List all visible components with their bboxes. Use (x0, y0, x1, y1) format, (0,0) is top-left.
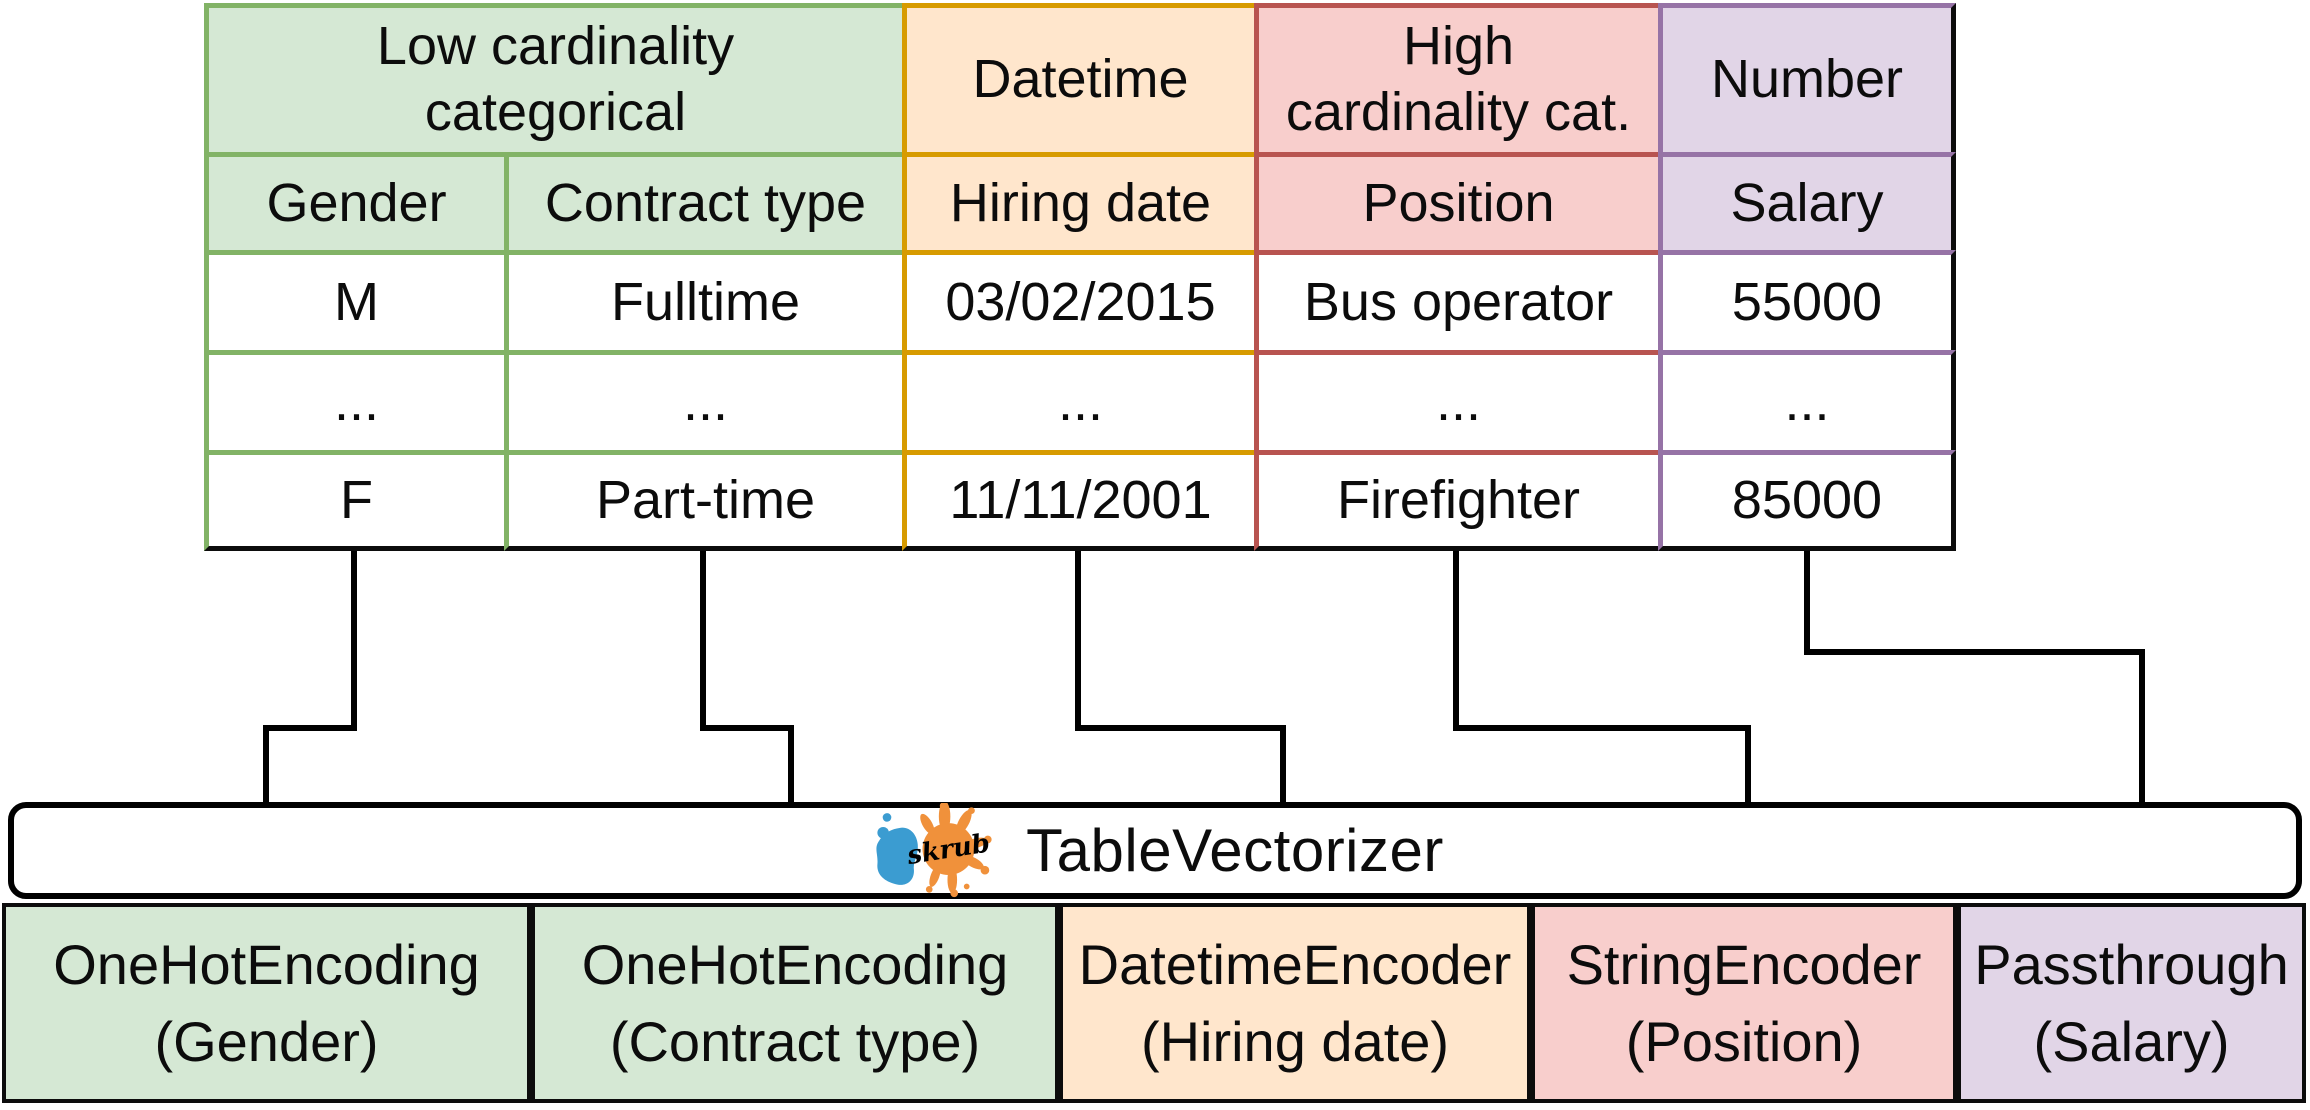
table-cell: Firefighter (1254, 450, 1658, 551)
type-header-high-cardinality: High cardinality cat. (1254, 3, 1658, 152)
table-cell: ... (1658, 350, 1956, 450)
encoder-box-string-position: StringEncoder (Position) (1531, 903, 1957, 1103)
encoder-box-onehot-gender: OneHotEncoding (Gender) (2, 903, 531, 1103)
encoder-name: OneHotEncoding (53, 932, 480, 996)
connector-contract-type (700, 548, 794, 808)
encoder-box-datetime-hiring-date: DatetimeEncoder (Hiring date) (1059, 903, 1531, 1103)
table-vectorizer-label: TableVectorizer (1026, 817, 1444, 884)
column-header-position: Position (1254, 152, 1658, 250)
encoder-box-passthrough-salary: Passthrough (Salary) (1957, 903, 2306, 1103)
table-cell: F (204, 450, 504, 551)
table-cell: 85000 (1658, 450, 1956, 551)
table-cell: ... (902, 350, 1254, 450)
column-header-hiring-date: Hiring date (902, 152, 1254, 250)
encoder-column: (Contract type) (609, 1010, 981, 1073)
encoder-column: (Hiring date) (1140, 1010, 1450, 1073)
table-cell: ... (504, 350, 902, 450)
data-table: Low cardinality categorical Datetime Hig… (204, 3, 1956, 551)
encoder-column: (Position) (1625, 1010, 1863, 1073)
encoder-box-onehot-contract-type: OneHotEncoding (Contract type) (531, 903, 1059, 1103)
table-cell: M (204, 250, 504, 350)
table-cell: Part-time (504, 450, 902, 551)
table-cell: 03/02/2015 (902, 250, 1254, 350)
connector-position (1453, 548, 1751, 808)
encoder-name: StringEncoder (1566, 932, 1922, 996)
type-header-low-cardinality: Low cardinality categorical (204, 3, 902, 152)
skrub-orange-splat (920, 802, 992, 897)
encoder-name: DatetimeEncoder (1078, 932, 1512, 996)
table-cell: ... (1254, 350, 1658, 450)
type-header-datetime: Datetime (902, 3, 1254, 152)
type-header-line: Number (1710, 49, 1904, 110)
encoder-name: Passthrough (1974, 932, 2289, 996)
encoder-name: OneHotEncoding (581, 932, 1009, 996)
table-cell: 55000 (1658, 250, 1956, 350)
skrub-blue-blob (876, 812, 918, 885)
type-header-number: Number (1658, 3, 1956, 152)
column-header-contract-type: Contract type (504, 152, 902, 250)
table-cell: 11/11/2001 (902, 450, 1254, 551)
encoder-column: (Salary) (2033, 1010, 2230, 1073)
connector-salary (1804, 548, 2145, 808)
type-header-line: Datetime (972, 49, 1189, 110)
type-header-line: cardinality cat. (1285, 82, 1632, 142)
column-header-gender: Gender (204, 152, 504, 250)
table-cell: Fulltime (504, 250, 902, 350)
column-header-salary: Salary (1658, 152, 1956, 250)
type-header-line: Low cardinality (376, 16, 735, 77)
connector-hiring-date (1075, 548, 1286, 808)
skrub-logo-icon: skrub (876, 802, 992, 897)
encoder-column: (Gender) (154, 1010, 379, 1073)
connector-gender (263, 548, 357, 808)
type-header-line: High (1402, 16, 1515, 77)
table-cell: ... (204, 350, 504, 450)
type-header-line: categorical (424, 82, 687, 142)
table-vectorizer-box: skrub TableVectorizer (8, 802, 2302, 899)
table-cell: Bus operator (1254, 250, 1658, 350)
